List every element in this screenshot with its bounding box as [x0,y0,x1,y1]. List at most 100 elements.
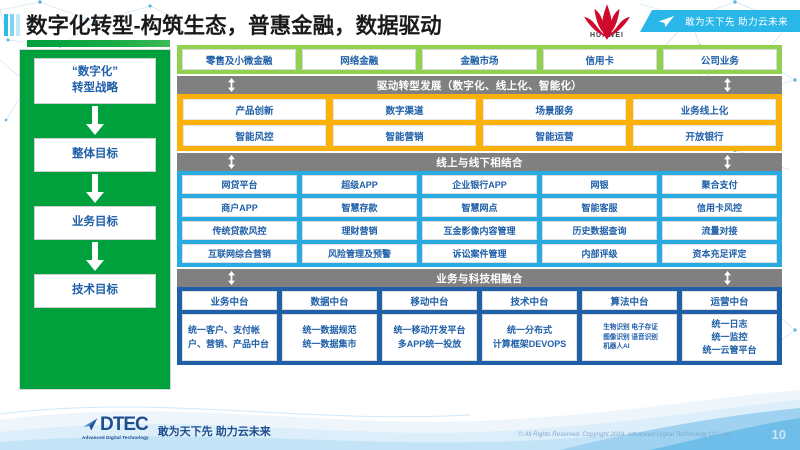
application-item[interactable]: 内部评级 [542,244,657,263]
arrow-up-down-icon [724,155,731,169]
platform-column-operations: 运营中台 统一日志统一监控统一云管平台 [682,291,777,361]
huawei-slogan-banner: 敢为天下先 助力云未来 [640,10,800,32]
arrow-up-down-icon [228,271,235,285]
application-row: 传统贷款风控 理财营销 互金影像内容管理 历史数据查询 流量对接 [182,221,777,240]
platform-description: 统一数据规范统一数据集市 [282,314,377,361]
application-systems-section: 网贷平台 超级APP 企业银行APP 网银 聚合支付 商户APP 智慧存款 智慧… [177,171,782,267]
platform-column-mobile: 移动中台 统一移动开发平台多APP统一投放 [382,291,477,361]
application-item[interactable]: 传统贷款风控 [182,221,297,240]
arrow-up-down-icon [228,78,235,92]
application-item[interactable]: 互联网综合营销 [182,244,297,263]
application-item[interactable]: 流量对接 [662,221,777,240]
capability-item[interactable]: 智能运营 [483,125,626,146]
arrow-up-down-icon [724,78,731,92]
platform-column-algorithm: 算法中台 生物识别 电子存证图像识别 语音识别机器人AI [582,291,677,361]
title-accent-bars [4,14,20,36]
platform-title[interactable]: 移动中台 [382,291,477,310]
application-item[interactable]: 智慧存款 [302,198,417,217]
platform-title[interactable]: 技术中台 [482,291,577,310]
platform-title[interactable]: 数据中台 [282,291,377,310]
capability-item[interactable]: 场景服务 [483,99,626,120]
application-item[interactable]: 资本充足评定 [662,244,777,263]
business-line-item[interactable]: 公司业务 [662,49,778,70]
platform-column-business: 业务中台 统一客户、支付帐户、营销、产品中台 [182,291,277,361]
application-row: 网贷平台 超级APP 企业银行APP 网银 聚合支付 [182,175,777,194]
capability-item[interactable]: 产品创新 [183,99,326,120]
dtec-subtitle: Advanced Digital Technology [82,435,149,440]
platform-description: 统一客户、支付帐户、营销、产品中台 [182,314,277,361]
strategy-box-business-goal[interactable]: 业务目标 [34,206,156,240]
business-line-item[interactable]: 零售及小微金融 [182,49,297,70]
application-item[interactable]: 信用卡风控 [662,198,777,217]
divider-business-tech-fusion: 业务与科技相融合 [177,269,782,287]
dtec-wordmark: DTEC [100,414,149,435]
divider-label: 驱动转型发展（数字化、线上化、智能化） [376,79,583,92]
business-lines-row: 零售及小微金融 网络金融 金融市场 信用卡 公司业务 [177,45,782,74]
platform-description: 统一分布式计算框架DEVOPS [482,314,577,361]
arrow-up-down-icon [228,155,235,169]
arrow-down-icon [85,240,105,274]
application-item[interactable]: 网贷平台 [182,175,297,194]
paper-plane-icon [658,15,675,27]
business-line-item[interactable]: 网络金融 [302,49,417,70]
platform-description: 统一移动开发平台多APP统一投放 [382,314,477,361]
strategy-box-line2: 转型战略 [72,82,118,94]
dtec-arrow-icon [83,418,98,431]
application-item[interactable]: 诉讼案件管理 [422,244,537,263]
strategy-box-overall-goal-label: 整体目标 [72,148,118,161]
huawei-slogan-text: 敢为天下先 助力云未来 [685,17,789,28]
arrow-up-down-icon [724,271,731,285]
arrow-down-icon [85,104,105,138]
copyright-text: © All Rights Reserved. Copyright 2019. A… [518,431,730,438]
application-item[interactable]: 超级APP [302,175,417,194]
application-item[interactable]: 历史数据查询 [542,221,657,240]
capability-item[interactable]: 开放银行 [633,125,776,146]
arrow-down-icon [85,172,105,206]
application-item[interactable]: 智能客服 [542,198,657,217]
middle-platform-grid: 业务中台 统一客户、支付帐户、营销、产品中台 数据中台 统一数据规范统一数据集市… [182,291,777,361]
capability-item[interactable]: 智能风控 [183,125,326,146]
page-number: 10 [771,427,786,442]
platform-description: 统一日志统一监控统一云管平台 [682,314,777,361]
business-line-item[interactable]: 金融市场 [422,49,537,70]
platform-title[interactable]: 运营中台 [682,291,777,310]
strategy-box-digital-transformation[interactable]: “数字化” 转型战略 [34,58,156,104]
application-item[interactable]: 聚合支付 [662,175,777,194]
middle-platform-section: 业务中台 统一客户、支付帐户、营销、产品中台 数据中台 统一数据规范统一数据集市… [177,287,782,365]
divider-label: 线上与线下相结合 [436,156,523,169]
footer-wave-decoration [0,390,800,450]
application-item[interactable]: 商户APP [182,198,297,217]
business-line-item[interactable]: 信用卡 [542,49,657,70]
capability-item[interactable]: 数字渠道 [333,99,476,120]
application-row: 互联网综合营销 风险管理及预警 诉讼案件管理 内部评级 资本充足评定 [182,244,777,263]
strategy-flow-column: “数字化” 转型战略 整体目标 业务目标 技术目标 [19,49,171,390]
dtec-logo: DTEC Advanced Digital Technology [82,415,149,440]
application-item[interactable]: 互金影像内容管理 [422,221,537,240]
capability-item[interactable]: 业务线上化 [633,99,776,120]
page-title: 数字化转型-构筑生态，普惠金融，数据驱动 [26,14,442,38]
dtec-slogan: 敢为天下先 助力云未来 [157,426,271,438]
application-item[interactable]: 智慧网点 [422,198,537,217]
application-row: 商户APP 智慧存款 智慧网点 智能客服 信用卡风控 [182,198,777,217]
strategy-box-line1: “数字化” [72,66,118,79]
strategy-box-overall-goal[interactable]: 整体目标 [34,138,156,172]
application-item[interactable]: 企业银行APP [422,175,537,194]
capability-row: 产品创新 数字渠道 场景服务 业务线上化 [183,99,776,120]
platform-column-technology: 技术中台 统一分布式计算框架DEVOPS [482,291,577,361]
capability-row: 智能风控 智能营销 智能运营 开放银行 [183,125,776,146]
huawei-flower-icon [584,4,630,40]
application-item[interactable]: 风险管理及预警 [302,244,417,263]
platform-column-data: 数据中台 统一数据规范统一数据集市 [282,291,377,361]
platform-title[interactable]: 业务中台 [182,291,277,310]
transformation-capabilities-section: 产品创新 数字渠道 场景服务 业务线上化 智能风控 智能营销 智能运营 开放银行 [177,94,782,151]
capability-item[interactable]: 智能营销 [333,125,476,146]
platform-title[interactable]: 算法中台 [582,291,677,310]
title-underline [27,40,170,47]
application-item[interactable]: 理财营销 [302,221,417,240]
divider-drive-transformation: 驱动转型发展（数字化、线上化、智能化） [177,76,782,94]
architecture-stack: 零售及小微金融 网络金融 金融市场 信用卡 公司业务 驱动转型发展（数字化、线上… [177,45,782,365]
divider-online-offline: 线上与线下相结合 [177,153,782,171]
strategy-box-tech-goal[interactable]: 技术目标 [34,274,156,308]
divider-label: 业务与科技相融合 [436,272,523,285]
application-item[interactable]: 网银 [542,175,657,194]
